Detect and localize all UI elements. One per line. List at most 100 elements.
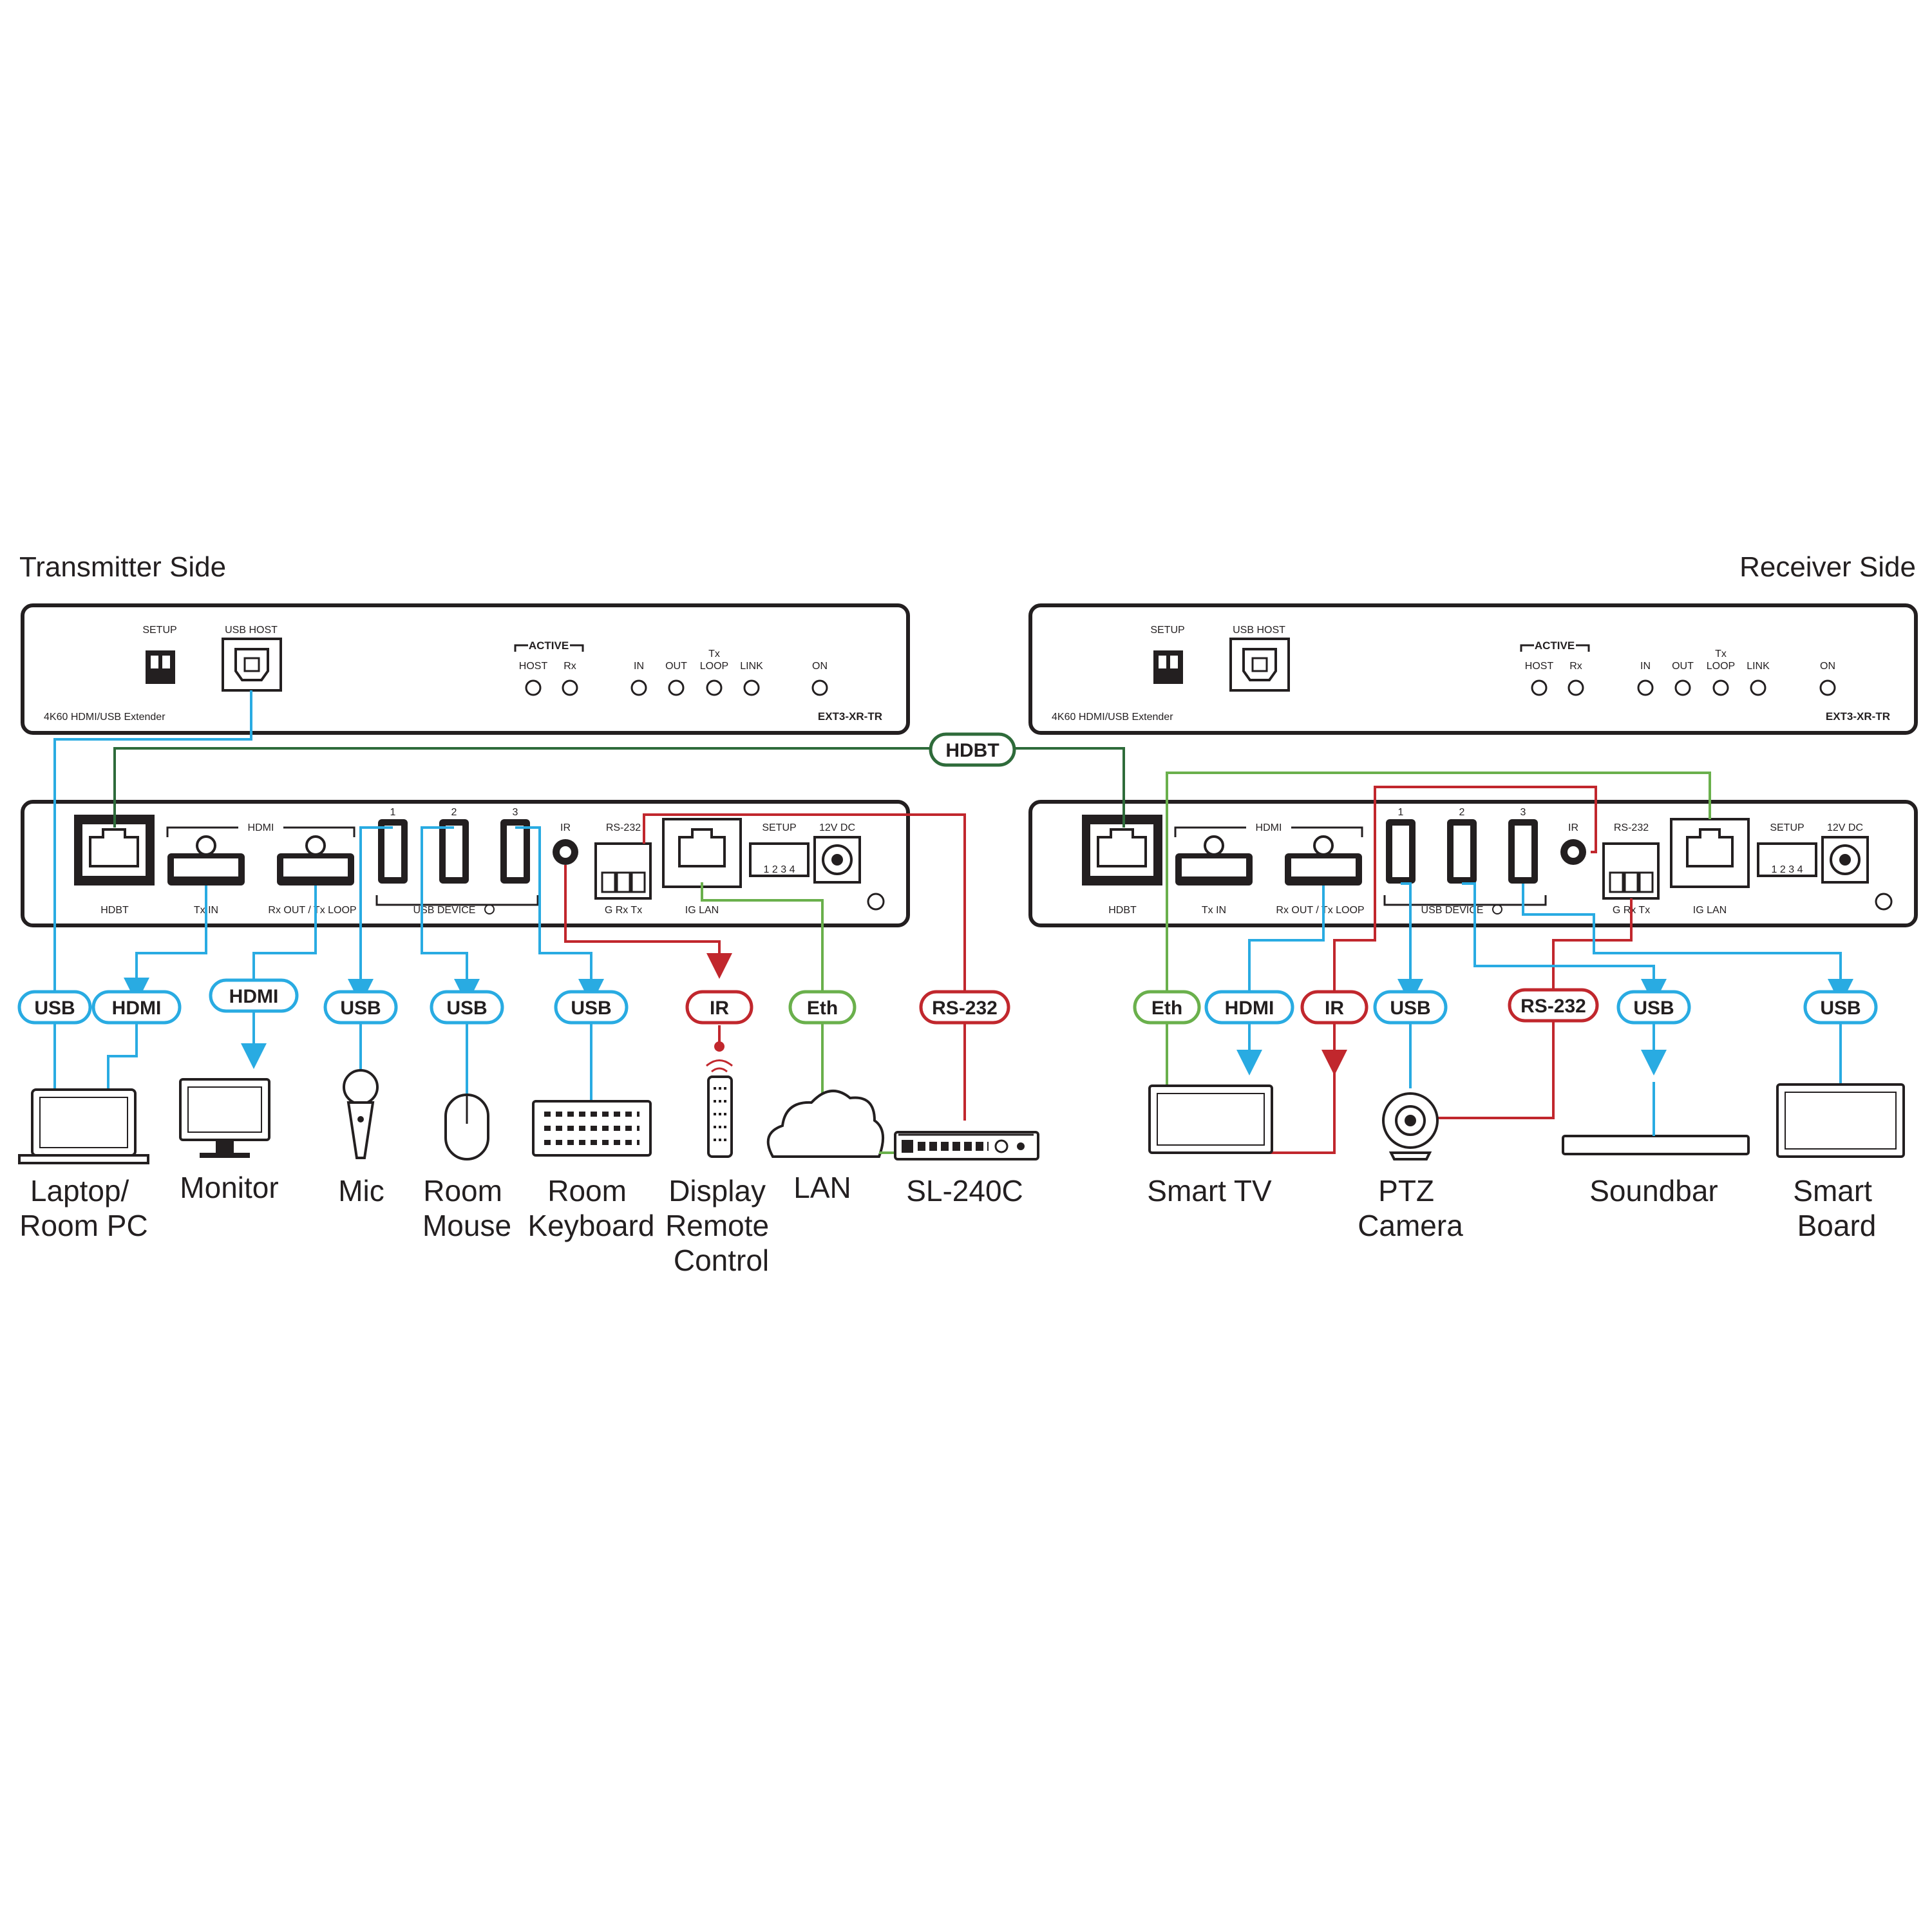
usb-host-port[interactable] (1229, 638, 1290, 692)
usb-camera-pill: USB (1373, 990, 1448, 1025)
monitor-label: Monitor (180, 1171, 278, 1204)
pill-label: Eth (807, 998, 838, 1019)
ir-port-label: IR (560, 822, 571, 833)
laptop-label: Laptop/ Room PC (19, 1174, 147, 1242)
power-icon (484, 904, 495, 914)
ir-port-label: IR (1568, 822, 1578, 833)
usb-mouse-cable (421, 826, 480, 1005)
pill-label: USB (1390, 998, 1430, 1019)
on-led-label: ON (812, 661, 828, 672)
label-line-2: Mouse (422, 1209, 511, 1242)
label-line-2: Camera (1358, 1209, 1463, 1242)
rear-setup-dip-switch[interactable] (749, 842, 810, 877)
lan-label: LAN (793, 1171, 851, 1204)
usb-2-label: 2 (1459, 807, 1465, 818)
ir-remote-pill: IR (685, 990, 753, 1025)
usb-keyboard-pill: USB (554, 990, 629, 1025)
usb-device-label: USB DEVICE (1421, 905, 1484, 916)
rx-out-tx-loop-label: Rx OUT / Tx LOOP (1276, 905, 1364, 916)
soundbar-icon (1562, 1082, 1750, 1155)
hdmi-laptop-pill: HDMI (91, 990, 182, 1025)
product-name: 4K60 HDMI/USB Extender (1052, 712, 1173, 723)
on-led-label: ON (1820, 661, 1835, 672)
rx-led-label: Rx (1569, 661, 1582, 672)
rear-setup-label: SETUP (1770, 822, 1804, 833)
host-led (1531, 679, 1548, 696)
microphone-icon (343, 1069, 379, 1159)
usb-host-label: USB HOST (1233, 625, 1285, 636)
out-led (668, 679, 685, 696)
pill-label: HDMI (112, 998, 162, 1019)
rear-setup-label: SETUP (762, 822, 796, 833)
rs232-port-label: RS-232 (606, 822, 641, 833)
in-led (1637, 679, 1654, 696)
link-led-label: LINK (740, 661, 763, 672)
tx-loop-led-label-top: Tx (708, 649, 720, 659)
ir-smart-tv-cable (1333, 786, 1597, 990)
hdmi-smart-tv-cable (1248, 886, 1325, 990)
keyboard-icon (532, 1100, 652, 1157)
usb-mouse-pill: USB (430, 990, 504, 1025)
pill-label: RS-232 (1520, 996, 1586, 1017)
label-line-1: Smart (1793, 1174, 1872, 1208)
usb-soundbar-pill: USB (1616, 990, 1691, 1025)
receiver-side-title: Receiver Side (1739, 551, 1916, 583)
active-label: ACTIVE (1535, 639, 1575, 652)
dc-power-label: 12V DC (819, 822, 855, 833)
dc-power-label: 12V DC (1827, 822, 1863, 833)
transmitter-rear-panel: HDBT HDMI Tx IN Rx OUT / Tx LOOP 1 2 3 U… (21, 800, 910, 927)
pill-label: USB (1633, 998, 1674, 1019)
pill-label: IR (710, 998, 729, 1019)
rx-led (1567, 679, 1584, 696)
usb-laptop-pill: USB (17, 990, 92, 1025)
tx-loop-led (706, 679, 723, 696)
pill-label: IR (1325, 998, 1344, 1019)
setup-switch[interactable] (1153, 650, 1183, 684)
pill-label: Eth (1151, 998, 1182, 1019)
rx-out-tx-loop-label: Rx OUT / Tx LOOP (268, 905, 356, 916)
on-led (811, 679, 828, 696)
label-line-2: Board (1797, 1209, 1877, 1242)
eth-lan-pill: Eth (788, 990, 857, 1025)
usb-1-label: 1 (390, 807, 396, 818)
pill-label: HDMI (1225, 998, 1274, 1019)
pill-label: RS-232 (932, 998, 998, 1019)
smart-tv-icon (1148, 1084, 1273, 1154)
hdmi-monitor-cable (252, 886, 317, 979)
ir-rx-pill: IR (1300, 990, 1368, 1025)
tx-device-labels: Laptop/ Room PC Monitor Mic Room Mouse R… (19, 1171, 1023, 1277)
product-name: 4K60 HDMI/USB Extender (44, 712, 166, 723)
pill-label: USB (340, 998, 381, 1019)
dc-polarity-icon (1875, 893, 1893, 911)
dc-polarity-icon (867, 893, 885, 911)
mouse-icon (444, 1094, 489, 1160)
rear-setup-dip-switch[interactable] (1757, 842, 1817, 877)
receiver-front-panel: SETUP USB HOST ACTIVE HOST Rx IN OUT Tx … (1028, 603, 1918, 735)
rx-device-labels: Smart TV PTZ Camera Soundbar Smart Board (1147, 1174, 1877, 1242)
usb-smart-board-cable (1522, 884, 1853, 1005)
label-line-2: Keyboard (528, 1209, 655, 1242)
rx-led-label: Rx (564, 661, 576, 672)
label-line-2: Room PC (19, 1209, 147, 1242)
usb-3-label: 3 (513, 807, 518, 818)
hdmi-group-label: HDMI (248, 822, 274, 833)
mouse-label: Room Mouse (422, 1174, 511, 1242)
pill-label: USB (1820, 998, 1861, 1019)
usb-host-port[interactable] (222, 638, 282, 692)
hdmi-group-label: HDMI (1256, 822, 1282, 833)
label-line-3: Control (674, 1244, 769, 1277)
setup-label: SETUP (1150, 625, 1184, 636)
setup-switch[interactable] (146, 650, 175, 684)
usb-2-label: 2 (451, 807, 457, 818)
hdmi-tx-in-cable (124, 886, 207, 1003)
rs232-rx-pill: RS-232 (1508, 988, 1599, 1023)
rx-cable-labels: Eth HDMI IR USB RS-232 USB USB (1133, 988, 1878, 1025)
hdmi-monitor-pill: HDMI (209, 978, 299, 1013)
sl-240c-label: SL-240C (906, 1174, 1023, 1208)
usb-host-label: USB HOST (225, 625, 278, 636)
link-led-label: LINK (1747, 661, 1770, 672)
hdbt-link-cable (113, 747, 1125, 828)
out-led (1674, 679, 1691, 696)
pill-label: USB (34, 998, 75, 1019)
